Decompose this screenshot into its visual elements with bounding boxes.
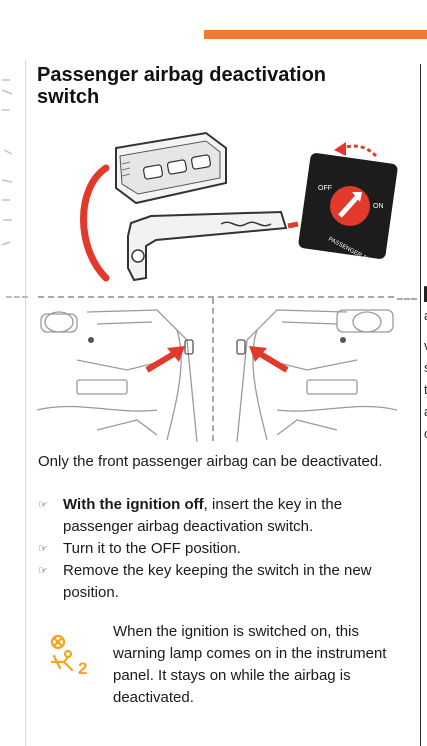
flip-arrow	[80, 164, 110, 282]
top-accent-bar	[204, 30, 427, 39]
right-edge-glyph: s	[424, 360, 427, 375]
step-text: , insert the key in the passenger airbag…	[63, 496, 343, 535]
intro-paragraph: Only the front passenger airbag can be d…	[38, 453, 383, 470]
right-edge-glyph: ▌	[424, 286, 427, 301]
warning-lamp-icon: 2	[50, 634, 87, 676]
right-edge-glyph: v	[424, 338, 427, 353]
divider-dash-left	[6, 296, 28, 298]
right-edge-glyph: a	[424, 404, 427, 419]
instruction-list: ☞ With the ignition off, insert the key …	[38, 494, 388, 604]
key-fob-icon	[115, 131, 227, 205]
bullet-hand-icon: ☞	[38, 565, 48, 577]
divider-dash-vertical	[212, 298, 214, 441]
warning-lamp-digit: 2	[78, 659, 87, 676]
switch-knob-icon: OFF ON PASSENGER AIRBAG	[298, 153, 398, 271]
list-item: ☞ With the ignition off, insert the key …	[38, 494, 388, 538]
right-edge-glyph: a	[424, 308, 427, 323]
list-item: ☞ Remove the key keeping the switch in t…	[38, 560, 388, 604]
divider-dash	[38, 296, 394, 298]
right-edge-glyph: c	[424, 426, 427, 441]
bullet-hand-icon: ☞	[38, 499, 48, 511]
left-margin-rule	[25, 60, 26, 746]
note-paragraph: When the ignition is switched on, this w…	[113, 623, 387, 706]
step-bold: With the ignition off	[63, 496, 204, 513]
switch-off-label: OFF	[318, 185, 332, 192]
cabin-illustration	[37, 309, 397, 442]
previous-page-edge	[1, 79, 13, 246]
step-text: Turn it to the OFF position.	[63, 540, 241, 557]
key-blade	[127, 210, 288, 282]
switch-on-label: ON	[373, 203, 384, 210]
step-text: Remove the key keeping the switch in the…	[63, 562, 372, 601]
divider-dash-edge	[397, 298, 417, 300]
right-column-rule	[420, 64, 421, 746]
list-item: ☞ Turn it to the OFF position.	[38, 538, 388, 560]
bullet-hand-icon: ☞	[38, 543, 48, 555]
page-title: Passenger airbag deactivation switch	[37, 64, 327, 108]
key-switch-illustration: OFF ON PASSENGER AIRBAG	[80, 131, 398, 282]
right-edge-glyph: t	[424, 382, 427, 397]
